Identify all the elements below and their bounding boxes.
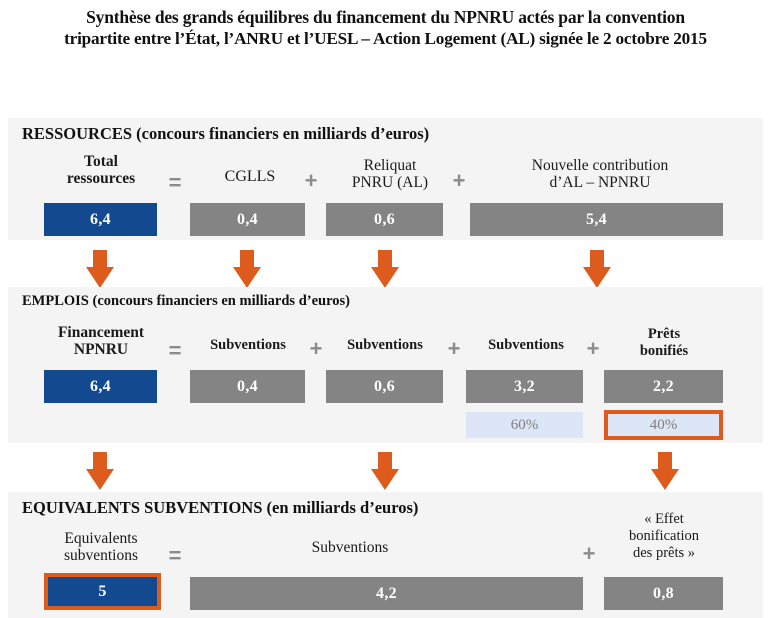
plus-icon-emplois-1: + bbox=[309, 336, 323, 361]
column-label-subventions-3: Subventions bbox=[488, 337, 564, 353]
plus-icon-emplois-3: + bbox=[586, 336, 600, 361]
value-box-subventions-3: 3,2 bbox=[466, 370, 583, 403]
plus-icon-emplois-2: + bbox=[447, 336, 461, 361]
value-box-equivalents-subventions: 5 bbox=[44, 573, 161, 610]
plus-icon-ressources-1: + bbox=[304, 168, 318, 193]
value-box-subventions-equiv: 4,2 bbox=[190, 577, 583, 610]
section-ressources-heading: RESSOURCES (concours financiers en milli… bbox=[22, 124, 430, 143]
column-label-subventions-equiv: Subventions bbox=[311, 539, 389, 556]
column-label-financement-npnru: Financement NPNRU bbox=[57, 324, 145, 358]
column-label-nouvelle-contribution: Nouvelle contribution d’AL – NPNRU bbox=[531, 157, 669, 191]
column-label-subventions-1: Subventions bbox=[210, 337, 286, 353]
value-box-cglls: 0,4 bbox=[190, 203, 305, 236]
value-box-subventions-1: 0,4 bbox=[190, 370, 305, 403]
equals-icon-ressources: = bbox=[168, 170, 182, 195]
plus-icon-ressources-2: + bbox=[452, 168, 466, 193]
section-emplois-heading: EMPLOIS (concours financiers en milliard… bbox=[22, 293, 350, 309]
value-box-prets-bonifies: 2,2 bbox=[604, 370, 723, 403]
column-label-subventions-2: Subventions bbox=[347, 337, 423, 353]
page-title-line-1: Synthèse des grands équilibres du financ… bbox=[86, 7, 685, 27]
down-arrow-icon-7 bbox=[651, 452, 679, 490]
page-title-line-2: tripartite entre l’État, l’ANRU et l’UES… bbox=[64, 29, 707, 48]
down-arrow-icon-1 bbox=[86, 250, 114, 288]
percent-box-subventions-60: 60% bbox=[466, 412, 583, 438]
value-box-financement-npnru: 6,4 bbox=[44, 370, 157, 403]
column-label-total-ressources: Total ressources bbox=[66, 153, 136, 187]
down-arrow-icon-4 bbox=[583, 250, 611, 288]
value-box-effet-bonification: 0,8 bbox=[604, 577, 723, 610]
column-label-equivalents-subventions: Equivalents subventions bbox=[63, 530, 139, 564]
down-arrow-icon-6 bbox=[371, 452, 399, 490]
equals-icon-equivalents: = bbox=[168, 543, 182, 568]
equals-icon-emplois: = bbox=[168, 338, 182, 363]
plus-icon-equivalents: + bbox=[582, 541, 596, 566]
section-equivalents-heading: EQUIVALENTS SUBVENTIONS (en milliards d’… bbox=[22, 498, 419, 517]
column-label-cgc-cglls: CGLLS bbox=[224, 168, 276, 185]
page-title: Synthèse des grands équilibres du financ… bbox=[0, 6, 771, 50]
down-arrow-icon-2 bbox=[233, 250, 261, 288]
down-arrow-icon-3 bbox=[371, 250, 399, 288]
column-label-prets-bonifies: Prêts bonifiés bbox=[639, 326, 689, 359]
column-label-reliquat-pnru: Reliquat PNRU (AL) bbox=[351, 157, 429, 191]
value-box-subventions-2: 0,6 bbox=[326, 370, 443, 403]
value-box-nouvelle-contribution: 5,4 bbox=[470, 203, 723, 236]
value-box-total-ressources: 6,4 bbox=[44, 203, 157, 236]
percent-box-prets-40: 40% bbox=[604, 410, 723, 440]
down-arrow-icon-5 bbox=[86, 452, 114, 490]
column-label-effet-bonification: « Effet bonification des prêts » bbox=[628, 511, 700, 561]
value-box-reliquat-pnru: 0,6 bbox=[326, 203, 443, 236]
